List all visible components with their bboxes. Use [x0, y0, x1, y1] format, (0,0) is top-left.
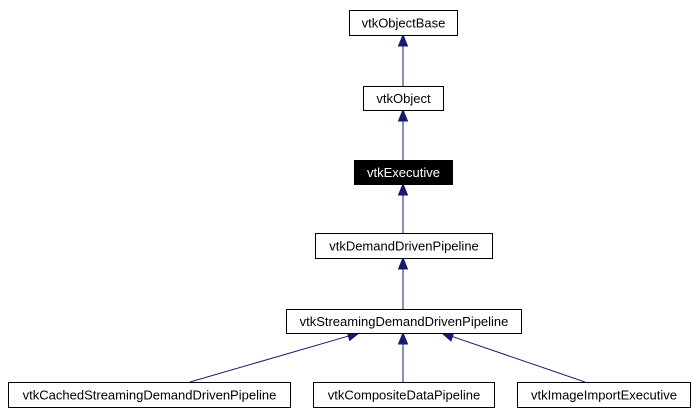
node-box [315, 233, 493, 259]
node-box [349, 10, 458, 36]
edge-vtk-object-to-vtk-object-base [397, 33, 409, 86]
node-label: vtkDemandDrivenPipeline [329, 239, 479, 254]
arrowhead-icon [397, 108, 409, 122]
edge-vtk-executive-to-vtk-object [397, 108, 409, 160]
node-label: vtkImageImportExecutive [531, 388, 677, 403]
node-box [354, 160, 453, 185]
edge-vtk-cached-streaming-demand-driven-pipeline-to-vtk-streaming-demand-driven-pipeline [189, 331, 361, 383]
node-box [363, 86, 444, 111]
node-label: vtkObjectBase [362, 16, 446, 31]
node-box [8, 382, 291, 408]
node-box [313, 382, 495, 408]
arrowhead-icon [397, 182, 409, 196]
node-vtk-composite-data-pipeline[interactable]: vtkCompositeDataPipeline [313, 382, 495, 408]
node-vtk-streaming-demand-driven-pipeline[interactable]: vtkStreamingDemandDrivenPipeline [286, 309, 522, 334]
node-vtk-object[interactable]: vtkObject [363, 86, 444, 111]
edge-vtk-streaming-demand-driven-pipeline-to-vtk-demand-driven-pipeline [397, 256, 409, 309]
node-label: vtkCompositeDataPipeline [328, 388, 480, 403]
node-label: vtkStreamingDemandDrivenPipeline [300, 314, 509, 329]
node-vtk-object-base[interactable]: vtkObjectBase [349, 10, 458, 36]
node-vtk-image-import-executive[interactable]: vtkImageImportExecutive [517, 382, 691, 408]
arrowhead-icon [397, 331, 409, 345]
node-box [517, 382, 691, 408]
edge-vtk-composite-data-pipeline-to-vtk-streaming-demand-driven-pipeline [397, 331, 409, 382]
arrowhead-icon [397, 256, 409, 270]
edge-vtk-image-import-executive-to-vtk-streaming-demand-driven-pipeline [440, 331, 586, 383]
node-vtk-cached-streaming-demand-driven-pipeline[interactable]: vtkCachedStreamingDemandDrivenPipeline [8, 382, 291, 408]
node-vtk-demand-driven-pipeline[interactable]: vtkDemandDrivenPipeline [315, 233, 493, 259]
edge-vtk-demand-driven-pipeline-to-vtk-executive [397, 182, 409, 233]
node-label: vtkObject [376, 91, 431, 106]
node-label: vtkExecutive [367, 165, 440, 180]
edge-line [452, 336, 586, 383]
node-vtk-executive: vtkExecutive [354, 160, 453, 185]
nodes-layer: vtkObjectBase vtkObject vtkExecutive vtkDem… [8, 10, 691, 408]
edge-line [189, 335, 349, 383]
node-label: vtkCachedStreamingDemandDrivenPipeline [23, 388, 277, 403]
arrowhead-icon [397, 33, 409, 47]
node-box [286, 309, 522, 334]
